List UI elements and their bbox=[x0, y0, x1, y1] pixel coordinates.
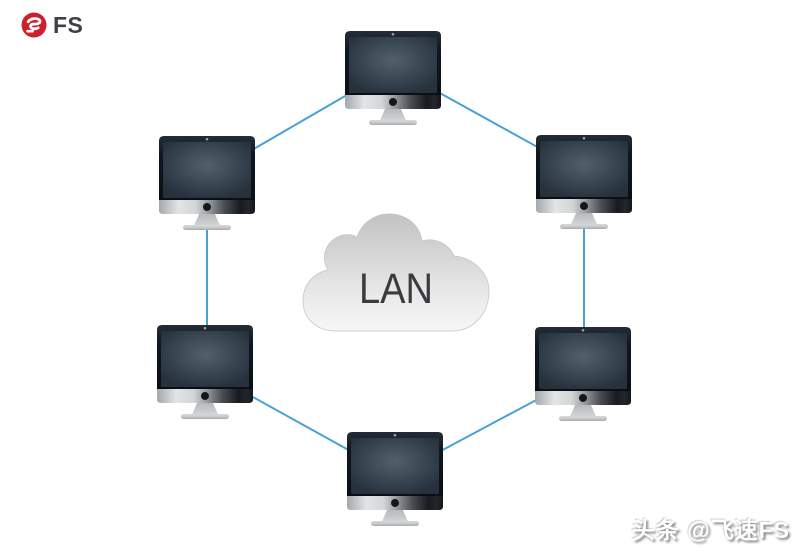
lan-cloud: LAN bbox=[302, 213, 490, 332]
monitor-screen bbox=[540, 141, 628, 197]
fs-glyph-stroke bbox=[26, 17, 42, 31]
chin-logo-dot bbox=[200, 391, 210, 401]
fs-logo-text: FS bbox=[53, 12, 84, 38]
monitor-stand-neck bbox=[382, 510, 408, 522]
camera-dot bbox=[205, 137, 209, 141]
monitor-screen bbox=[161, 331, 249, 387]
link-computer-lower-right-computer-bottom bbox=[436, 397, 541, 454]
computer-nodes bbox=[157, 31, 632, 526]
cloud-shape bbox=[302, 213, 490, 332]
monitor-screen bbox=[349, 37, 437, 93]
computer-lower-left bbox=[157, 325, 253, 419]
monitor-stand-neck bbox=[194, 214, 220, 226]
fs-logo: FS bbox=[21, 12, 83, 38]
chin-logo-dot bbox=[579, 201, 589, 211]
computer-upper-right bbox=[536, 135, 632, 229]
camera-dot bbox=[391, 32, 395, 36]
monitor-stand-base bbox=[181, 414, 229, 419]
monitor-stand-neck bbox=[570, 405, 596, 417]
monitor-stand-base bbox=[560, 224, 608, 229]
monitor-screen bbox=[351, 438, 439, 494]
chin-logo-dot bbox=[388, 97, 398, 107]
monitor-stand-neck bbox=[380, 109, 406, 121]
computer-top bbox=[345, 31, 441, 125]
lan-label: LAN bbox=[359, 265, 433, 313]
monitor-stand-base bbox=[371, 521, 419, 526]
monitor-stand-base bbox=[559, 416, 607, 421]
network-links bbox=[206, 91, 585, 454]
monitor-stand-base bbox=[369, 120, 417, 125]
camera-dot bbox=[393, 433, 397, 437]
fs-logo-mark-icon bbox=[21, 12, 47, 38]
link-computer-top-computer-upper-right bbox=[437, 91, 542, 150]
computer-upper-left bbox=[159, 136, 255, 230]
monitor-stand-neck bbox=[192, 403, 218, 415]
watermark: 头条 @飞速FS bbox=[631, 517, 790, 543]
monitor-stand-neck bbox=[571, 213, 597, 225]
link-computer-upper-left-computer-top bbox=[251, 91, 353, 151]
monitor-stand-base bbox=[183, 225, 231, 230]
chin-logo-dot bbox=[390, 498, 400, 508]
chin-logo-dot bbox=[578, 393, 588, 403]
chin-logo-dot bbox=[202, 202, 212, 212]
monitor-screen bbox=[539, 333, 627, 389]
camera-dot bbox=[581, 328, 585, 332]
computer-lower-right bbox=[535, 327, 631, 421]
link-computer-lower-left-computer-bottom bbox=[250, 395, 355, 454]
camera-dot bbox=[203, 326, 207, 330]
monitor-screen bbox=[163, 142, 251, 198]
computer-bottom bbox=[347, 432, 443, 526]
camera-dot bbox=[582, 136, 586, 140]
